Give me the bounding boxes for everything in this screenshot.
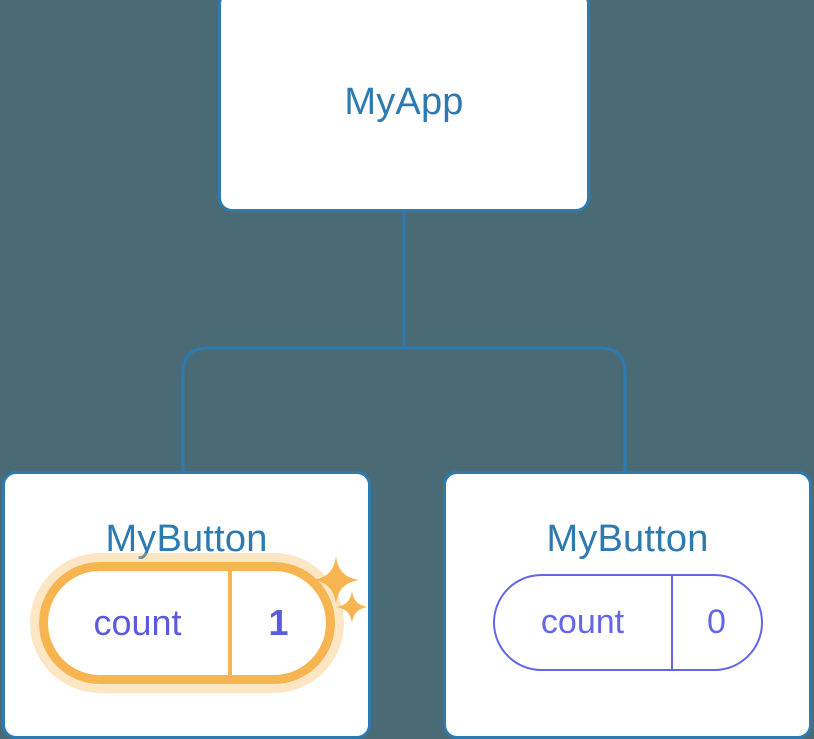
node-mybutton-right[interactable]: MyButton count 0	[443, 471, 812, 739]
state-pill-left-wrapper: count 1	[38, 562, 335, 684]
state-pill-left-value: 1	[268, 602, 289, 643]
state-pill-right-divider	[670, 576, 673, 669]
state-pill-left-key: count	[93, 602, 182, 643]
state-pill-left[interactable]: count 1	[38, 562, 335, 684]
node-mybutton-right-title: MyButton	[546, 518, 709, 560]
state-pill-right-key: count	[540, 603, 625, 641]
state-pill-right-value: 0	[707, 603, 726, 641]
state-pill-left-divider	[227, 571, 232, 675]
node-myapp[interactable]: MyApp	[218, 0, 590, 212]
node-mybutton-left-title: MyButton	[105, 518, 268, 560]
edge-child-bus	[181, 346, 627, 471]
node-myapp-title: MyApp	[344, 81, 464, 123]
state-pill-right[interactable]: count 0	[492, 574, 763, 671]
node-mybutton-left[interactable]: MyButton count 1	[2, 471, 371, 739]
state-pill-right-wrapper: count 0	[492, 574, 763, 671]
